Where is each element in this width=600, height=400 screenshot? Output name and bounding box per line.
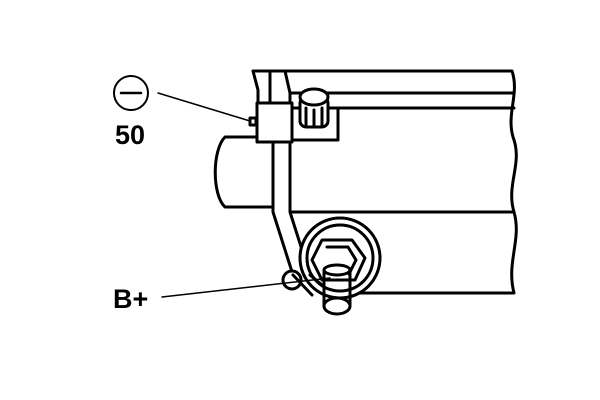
leader-line-b-plus xyxy=(161,277,331,298)
terminal-50-pin xyxy=(248,116,258,127)
minus-circle-icon xyxy=(113,75,149,111)
solenoid-cylinder xyxy=(213,135,275,209)
terminal-b-plus-label: B+ xyxy=(113,284,149,314)
terminal-50-label: 50 xyxy=(115,120,146,150)
terminal-stud xyxy=(322,263,352,316)
terminal-50-block xyxy=(255,101,294,144)
upper-bracket xyxy=(251,69,292,105)
knob xyxy=(298,87,330,129)
cable-eye xyxy=(281,269,303,291)
leader-line-50 xyxy=(157,92,251,122)
